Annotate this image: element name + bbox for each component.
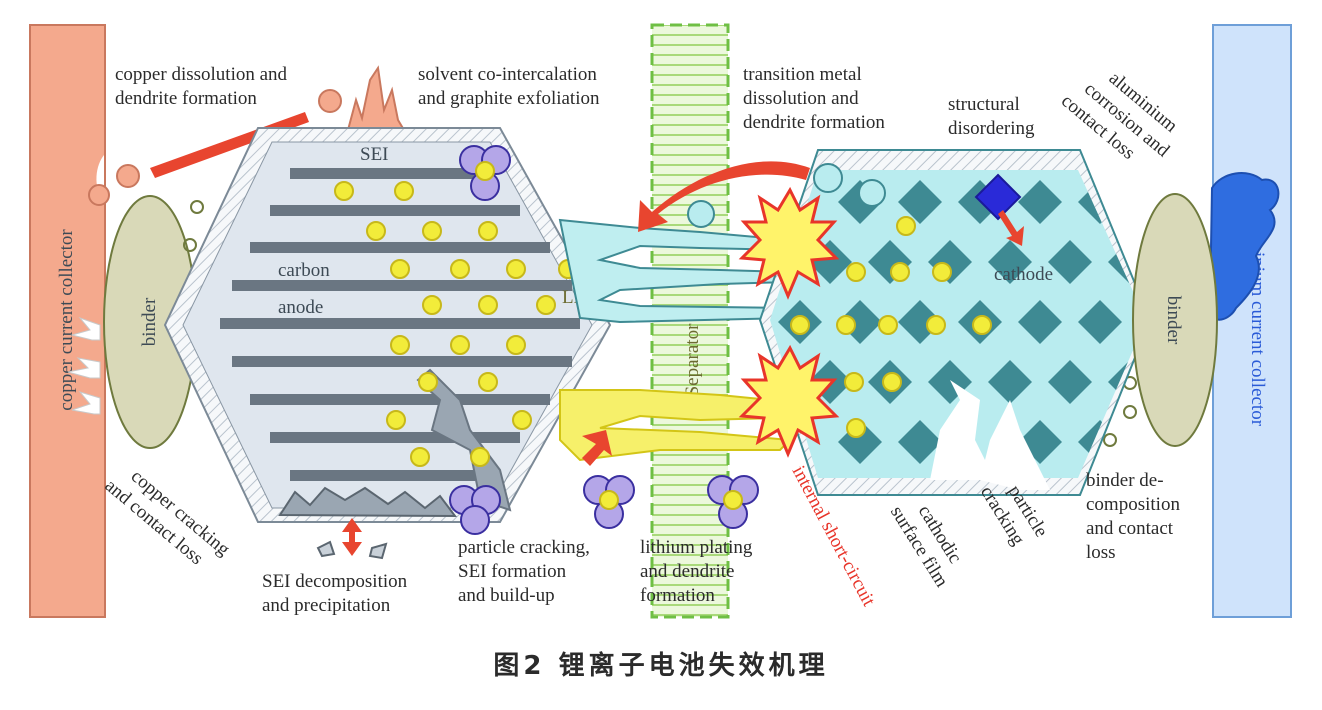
carbon-anode: SEI carbon anode — [163, 127, 612, 523]
cathode-label: cathode — [994, 264, 1053, 285]
solvent-molecule-icon — [449, 485, 501, 535]
short-circuit-burst — [738, 186, 840, 300]
lithium-plating-arrow — [582, 430, 612, 466]
lithium-ions-anode — [334, 181, 578, 467]
anode-binder: binder — [103, 195, 197, 449]
anode-particle-crack — [416, 368, 512, 512]
carbon-label: carbon — [278, 260, 330, 281]
cathode: cathode — [758, 149, 1152, 496]
solvent-molecule-icon — [583, 475, 635, 529]
sei-label: SEI — [360, 144, 389, 165]
sei-decomposition-arrow — [342, 518, 362, 556]
aluminium-current-collector: aluminium current collector — [1212, 24, 1292, 618]
short-circuit-burst — [738, 344, 840, 458]
cathode-cracks — [930, 380, 1050, 490]
cathode-binder: binder — [1132, 193, 1218, 447]
transition-metal-arrow — [638, 161, 810, 232]
sei-crust — [278, 486, 458, 518]
disordered-site-icon — [974, 173, 1022, 221]
binder-decomposition-label: binder de- composition and contact loss — [1086, 470, 1185, 563]
cathode-binder-label: binder — [1163, 296, 1184, 345]
transition-metal-particles — [687, 163, 886, 228]
copper-particles — [88, 89, 1137, 447]
anode-binder-label: binder — [139, 297, 160, 346]
copper-collector-label: copper current collector — [56, 229, 77, 411]
copper-dendrite-spikes — [346, 65, 406, 131]
lithium-dendrites — [559, 389, 793, 462]
disorder-arrow — [998, 210, 1024, 246]
copper-dissolution-label: copper dissolution and dendrite formatio… — [115, 64, 292, 109]
copper-cracks — [67, 316, 101, 415]
figure-caption: 图2 锂离子电池失效机理 — [493, 651, 829, 681]
sei-decomposition-label: SEI decomposition and precipitation — [262, 571, 412, 616]
graphite-layers — [220, 168, 580, 481]
solvent-molecule-icon — [459, 145, 511, 201]
lithium-plating-label: lithium plating and dendrite formation — [640, 537, 757, 606]
anode-label: anode — [278, 297, 323, 318]
solvent-cointercalation-label: solvent co-intercalation and graphite ex… — [418, 64, 602, 109]
sei-fragments — [316, 540, 388, 560]
separator-label: Separator — [682, 323, 703, 396]
cathodic-surface-film-label: cathodic surface film — [886, 490, 973, 591]
solvent-molecule-icon — [707, 475, 759, 529]
structural-disordering-label: structural disordering — [948, 94, 1035, 139]
copper-cracking-label: copper cracking and contact loss — [101, 457, 238, 582]
aluminium-corrosion-blob — [1208, 172, 1280, 321]
lithium-ions-cathode — [790, 216, 992, 438]
copper-current-collector: copper current collector — [29, 24, 106, 618]
particle-cracking-sei-label: particle cracking, SEI formation and bui… — [458, 537, 595, 606]
transition-metal-label: transition metal dissolution and dendrit… — [743, 64, 885, 133]
